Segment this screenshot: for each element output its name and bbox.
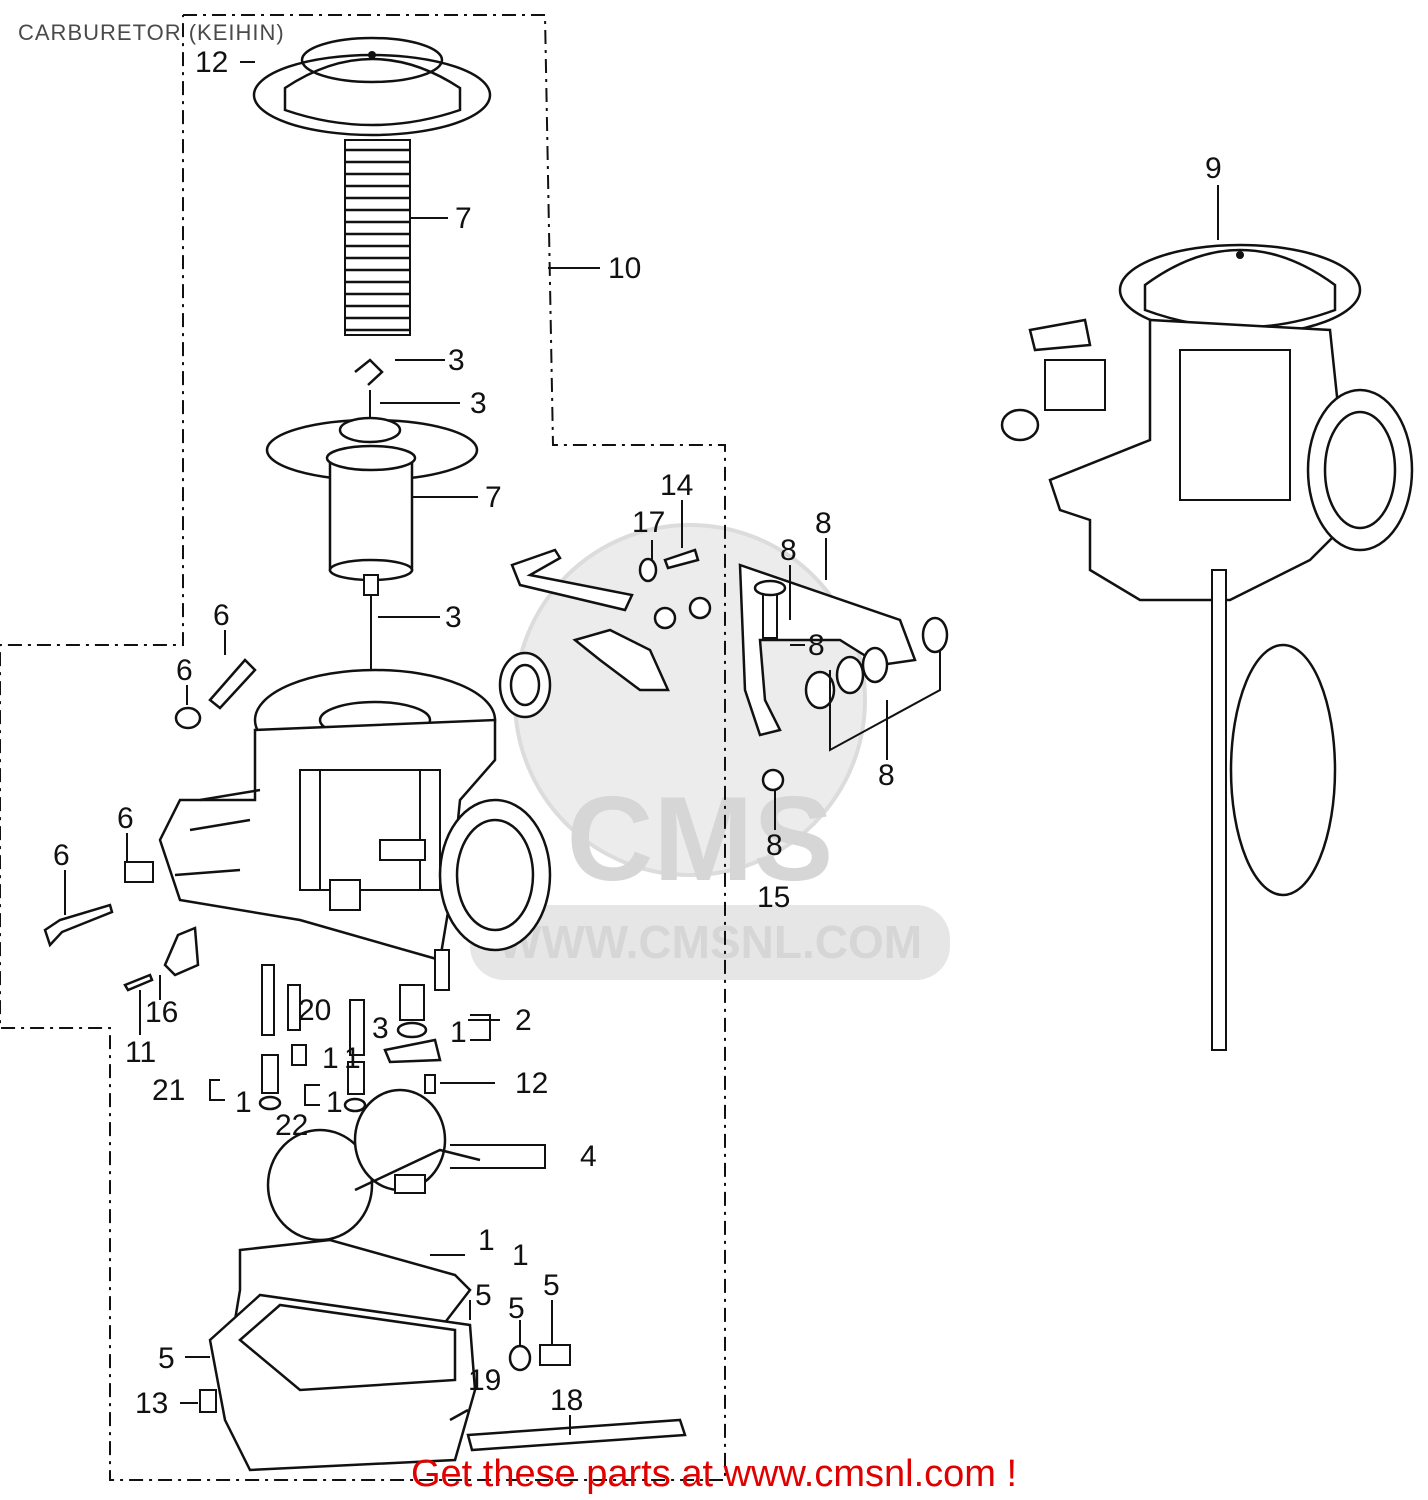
callout-5: 5 — [508, 1292, 525, 1325]
float-bowl-part — [199, 1238, 687, 1472]
callout-5: 5 — [543, 1269, 560, 1302]
callout-7: 7 — [485, 481, 502, 514]
callout-20: 20 — [298, 994, 331, 1027]
callout-8: 8 — [878, 759, 895, 792]
callout-1: 1 — [235, 1086, 252, 1119]
callout-22: 22 — [275, 1109, 308, 1142]
callout-1: 1 — [512, 1239, 529, 1272]
float-part — [266, 1088, 481, 1242]
callout-3: 3 — [445, 601, 462, 634]
callout-21: 21 — [152, 1074, 185, 1107]
callout-10: 10 — [608, 252, 641, 285]
callout-8: 8 — [808, 629, 825, 662]
callout-1: 1 — [478, 1224, 495, 1257]
callout-15: 15 — [757, 881, 790, 914]
callout-5: 5 — [475, 1279, 492, 1312]
leader-lines — [64, 61, 1219, 1435]
bracket-parts — [738, 563, 949, 792]
callout-3: 3 — [372, 1012, 389, 1045]
callout-11: 11 — [125, 1036, 156, 1069]
callout-labels: 12 7 10 3 3 7 3 9 14 17 8 8 8 8 8 15 6 6… — [53, 46, 1222, 1420]
callout-1: 1 — [326, 1086, 343, 1119]
spring-part — [344, 139, 411, 336]
diaphragm-piston-part — [265, 358, 479, 690]
callout-6: 6 — [53, 839, 70, 872]
callout-6: 6 — [213, 599, 230, 632]
callout-1: 1 — [344, 1042, 361, 1075]
diagram-title: CARBURETOR (KEIHIN) — [18, 20, 285, 45]
top-cover-part — [252, 36, 492, 137]
callout-1: 1 — [322, 1042, 339, 1075]
callout-4: 4 — [580, 1140, 597, 1173]
adjust-screws — [43, 658, 257, 948]
callout-14: 14 — [660, 469, 693, 502]
callout-2: 2 — [515, 1004, 532, 1037]
jets-and-small-parts — [123, 926, 442, 1113]
callout-8: 8 — [766, 829, 783, 862]
callout-12: 12 — [515, 1067, 548, 1100]
footer-promo-text: Get these parts at www.cmsnl.com ! — [410, 1453, 1018, 1495]
callout-18: 18 — [550, 1384, 583, 1417]
callout-17: 17 — [632, 506, 665, 539]
callout-13: 13 — [135, 1387, 168, 1420]
callout-9: 9 — [1205, 152, 1222, 185]
callout-6: 6 — [176, 654, 193, 687]
assembly-group-outline — [0, 14, 726, 1481]
callout-8: 8 — [780, 534, 797, 567]
watermark-logo-text: CMS — [567, 772, 834, 906]
callout-6: 6 — [117, 802, 134, 835]
callout-19: 19 — [468, 1364, 501, 1397]
carburetor-body-part — [158, 668, 552, 991]
callout-1: 1 — [450, 1016, 467, 1049]
callout-12: 12 — [195, 46, 228, 79]
callout-7: 7 — [455, 202, 472, 235]
carburetor-assembly-part — [1000, 243, 1414, 1051]
callout-5: 5 — [158, 1342, 175, 1375]
watermark-url-text: WWW.CMSNL.COM — [498, 916, 922, 968]
throttle-linkage-parts — [498, 548, 712, 719]
callout-3: 3 — [448, 344, 465, 377]
callout-3: 3 — [470, 387, 487, 420]
callout-8: 8 — [815, 507, 832, 540]
callout-16: 16 — [145, 996, 178, 1029]
